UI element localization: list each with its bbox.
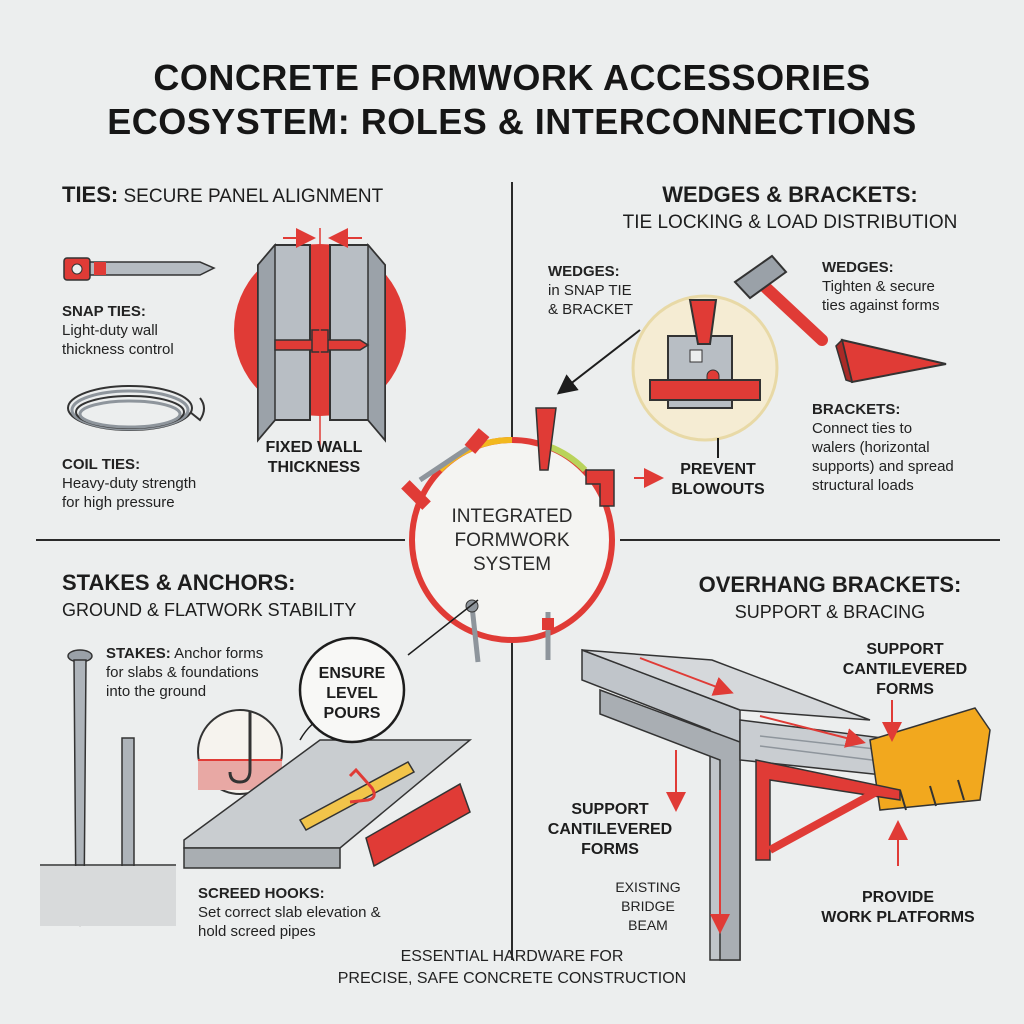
- stake-icon: [40, 649, 176, 927]
- stakes-heading: STAKES & ANCHORS: GROUND & FLATWORK STAB…: [62, 570, 357, 620]
- brackets-label: BRACKETS: Connect ties to walers (horizo…: [812, 401, 954, 494]
- wedge-icon: [835, 338, 947, 384]
- snap-ties-label: SNAP TIES: Light-duty wall thickness con…: [62, 303, 174, 358]
- coil-ties-label: COIL TIES: Heavy-duty strength for high …: [62, 456, 197, 511]
- wedges-left-label: WEDGES: in SNAP TIE & BRACKET: [548, 263, 634, 318]
- screed-slab-illustration: [183, 713, 473, 869]
- coil-tie-icon: [67, 385, 205, 431]
- wedges-heading: WEDGES & BRACKETS: TIE LOCKING & LOAD DI…: [622, 182, 958, 233]
- ring-connector-bracket-icon: [585, 469, 615, 507]
- screed-hooks-label: SCREED HOOKS: Set correct slab elevation…: [198, 885, 381, 940]
- snap-tie-icon: [63, 257, 216, 281]
- wedge-bracket-assembly-illustration: [631, 294, 779, 442]
- stakes-connector-line: [407, 599, 479, 656]
- ties-heading: TIES: SECURE PANEL ALIGNMENT: [62, 182, 384, 207]
- cantilevered-forms-callout-left: SUPPORT CANTILEVERED FORMS: [547, 801, 673, 858]
- ensure-level-bubble: [298, 636, 406, 744]
- footer-caption: ESSENTIAL HARDWARE FOR PRECISE, SAFE CON…: [337, 948, 687, 987]
- ensure-level-pours-callout: ENSURE LEVEL POURS: [318, 665, 386, 722]
- quadrant-dividers: [36, 182, 1000, 960]
- page-title: CONCRETE FORMWORK ACCESSORIES ECOSYSTEM:…: [0, 56, 1024, 144]
- overhang-bracket-illustration: [581, 648, 991, 961]
- title-line-2: ECOSYSTEM: ROLES & INTERCONNECTIONS: [107, 101, 917, 142]
- hammer-icon: [733, 254, 828, 346]
- wedges-right-label: WEDGES: Tighten & secure ties against fo…: [822, 259, 940, 314]
- existing-bridge-beam-label: EXISTING BRIDGE BEAM: [615, 879, 681, 933]
- prevent-blowouts-callout: PREVENT BLOWOUTS: [671, 461, 765, 498]
- ring-connector-wedge-icon: [535, 407, 557, 471]
- center-label: INTEGRATED FORMWORK SYSTEM: [451, 506, 573, 575]
- wedges-callout-arrow: [556, 329, 641, 395]
- fixed-wall-thickness-illustration: [234, 228, 406, 448]
- title-line-1: CONCRETE FORMWORK ACCESSORIES: [153, 57, 871, 98]
- overhang-heading: OVERHANG BRACKETS: SUPPORT & BRACING: [698, 572, 962, 622]
- stakes-label: STAKES: Anchor forms for slabs & foundat…: [106, 645, 264, 700]
- cantilevered-forms-callout-right: SUPPORT CANTILEVERED FORMS: [842, 641, 968, 698]
- work-platforms-callout: PROVIDE WORK PLATFORMS: [821, 889, 975, 926]
- ring-connector-snap-tie-icon: [401, 428, 490, 510]
- fixed-wall-thickness-callout: FIXED WALL THICKNESS: [265, 439, 363, 476]
